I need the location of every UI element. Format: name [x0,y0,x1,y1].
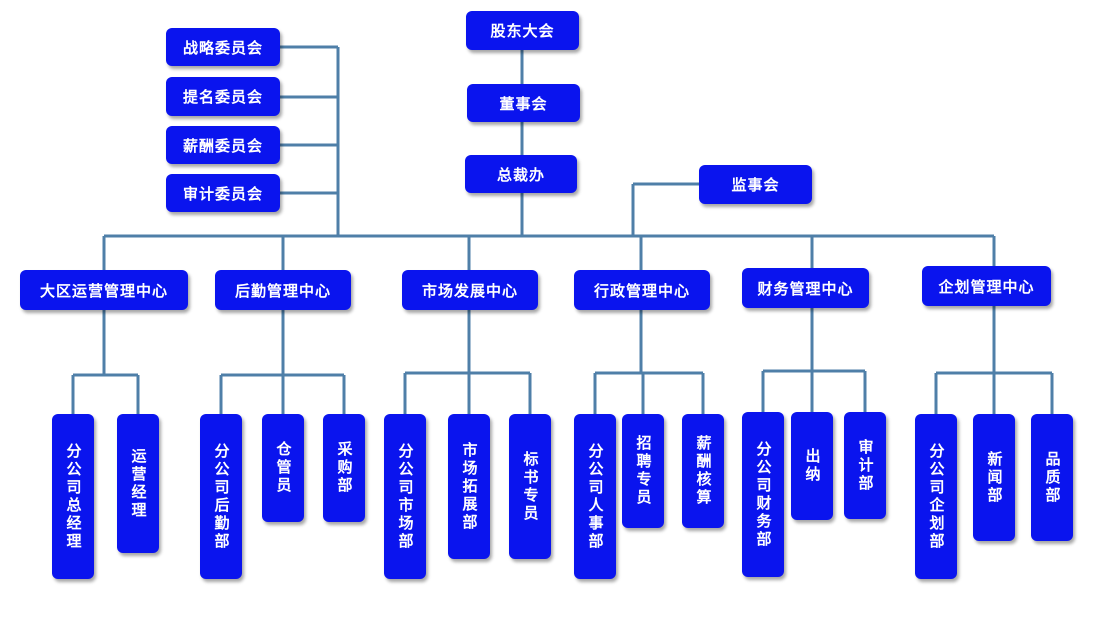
committee-strategy-box[interactable]: 战略委员会 [166,28,280,66]
sub-procurement-box[interactable]: 采购部 [323,414,365,522]
center-planning-box[interactable]: 企划管理中心 [922,266,1051,306]
sub-news-dept-box[interactable]: 新闻部 [973,414,1015,541]
center-logistics-box[interactable]: 后勤管理中心 [215,270,351,310]
board-of-directors-box[interactable]: 董事会 [467,84,580,122]
sub-operations-manager-box[interactable]: 运营经理 [117,414,159,553]
sub-branch-general-manager-box[interactable]: 分公司总经理 [52,414,94,579]
sub-payroll-accounting-box[interactable]: 薪酬核算 [682,414,724,528]
sub-branch-hr-box[interactable]: 分公司人事部 [574,414,616,579]
sub-branch-marketing-box[interactable]: 分公司市场部 [384,414,426,579]
center-regional-operations-box[interactable]: 大区运营管理中心 [20,270,188,310]
sub-cashier-box[interactable]: 出纳 [791,412,833,520]
sub-branch-planning-box[interactable]: 分公司企划部 [915,414,957,579]
sub-branch-logistics-box[interactable]: 分公司后勤部 [200,414,242,579]
committee-audit-box[interactable]: 审计委员会 [166,174,280,212]
committee-nomination-box[interactable]: 提名委员会 [166,77,280,116]
sub-recruiting-specialist-box[interactable]: 招聘专员 [622,414,664,528]
center-administration-box[interactable]: 行政管理中心 [574,270,710,310]
center-market-development-box[interactable]: 市场发展中心 [402,270,538,310]
center-finance-box[interactable]: 财务管理中心 [742,268,869,308]
sub-quality-dept-box[interactable]: 品质部 [1031,414,1073,541]
sub-audit-dept-box[interactable]: 审计部 [844,412,886,519]
sub-branch-finance-box[interactable]: 分公司财务部 [742,412,784,577]
shareholders-meeting-box[interactable]: 股东大会 [466,11,579,50]
committee-compensation-box[interactable]: 薪酬委员会 [166,126,280,164]
sub-warehouse-keeper-box[interactable]: 仓管员 [262,414,304,522]
supervisory-board-box[interactable]: 监事会 [699,165,812,204]
sub-market-expansion-box[interactable]: 市场拓展部 [448,414,490,559]
sub-bid-specialist-box[interactable]: 标书专员 [509,414,551,559]
president-office-box[interactable]: 总裁办 [465,155,577,193]
